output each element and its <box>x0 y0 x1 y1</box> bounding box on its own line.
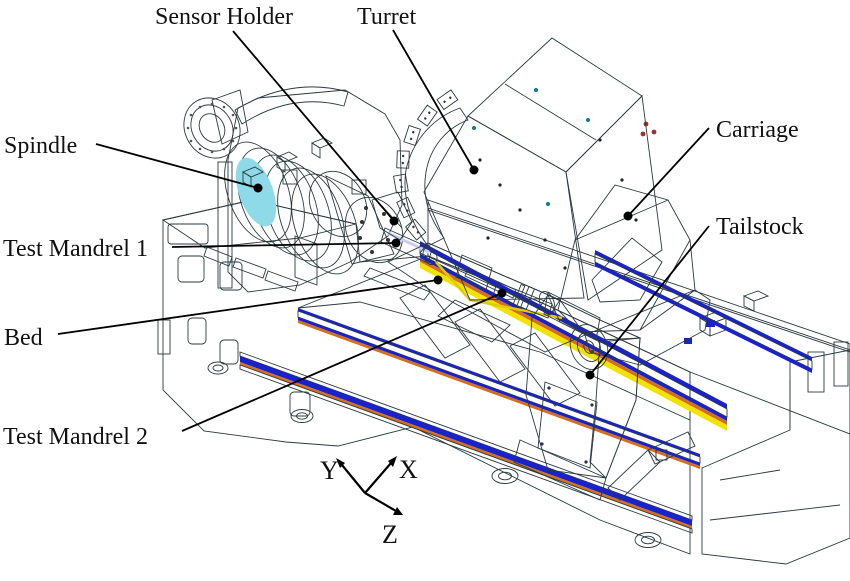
way-cover-strips <box>203 246 299 292</box>
front-guideway-rails <box>239 308 701 534</box>
tool-holder-blocks <box>393 89 459 241</box>
label-spindle: Spindle <box>4 133 77 159</box>
bed-bolt-bosses <box>207 361 662 548</box>
bed-structure <box>157 199 850 565</box>
spindle-ribs <box>224 141 359 275</box>
label-test-mandrel-2: Test Mandrel 2 <box>3 424 148 450</box>
tailstock-handwheel <box>569 324 609 370</box>
axis-label-z: Z <box>382 520 398 549</box>
axis-label-x: X <box>399 455 418 484</box>
spindle-nose-chuck <box>308 170 404 265</box>
yellow-plate <box>294 235 318 286</box>
label-sensor-holder: Sensor Holder <box>155 4 293 30</box>
axis-label-y: Y <box>320 456 339 485</box>
tailstock-panel <box>537 381 598 469</box>
bed-windows <box>167 223 311 417</box>
label-tailstock: Tailstock <box>716 214 804 240</box>
lever-arm <box>607 431 696 501</box>
test-mandrel-1 <box>380 227 438 266</box>
label-bed: Bed <box>4 325 43 351</box>
tool-disc-cover <box>404 107 469 247</box>
spindle-flange <box>183 89 249 159</box>
tailstock <box>513 291 642 501</box>
leader-lines <box>57 29 710 432</box>
test-mandrel-2 <box>455 254 553 319</box>
label-carriage: Carriage <box>716 117 799 143</box>
coordinate-axes: Y X Z <box>320 455 418 549</box>
part-labels: Sensor Holder Turret Spindle Carriage Ta… <box>3 4 804 450</box>
turret <box>393 37 663 320</box>
label-test-mandrel-1: Test Mandrel 1 <box>3 236 148 262</box>
label-turret: Turret <box>357 4 416 30</box>
spindle-headstock <box>183 86 404 293</box>
